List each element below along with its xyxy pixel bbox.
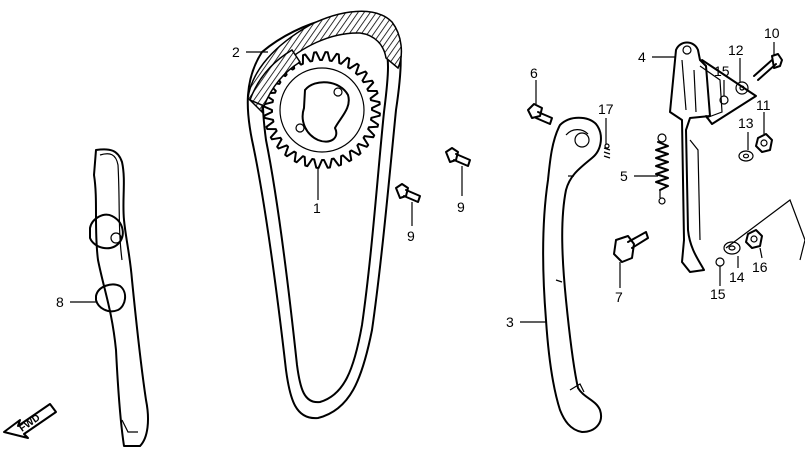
pin-17 bbox=[603, 143, 611, 159]
callout-2: 2 bbox=[232, 44, 240, 60]
nut-16 bbox=[745, 229, 763, 249]
cam-sprocket bbox=[249, 48, 381, 169]
nut-11 bbox=[755, 133, 773, 153]
mounting-plate bbox=[725, 199, 805, 261]
callout-15-upper: 15 bbox=[714, 63, 730, 79]
bolt-9-left bbox=[395, 183, 421, 203]
callout-15-lower: 15 bbox=[710, 286, 726, 302]
callout-7: 7 bbox=[615, 289, 623, 305]
callouts: 1 2 3 4 5 6 7 8 9 9 10 11 12 13 14 15 15… bbox=[56, 25, 780, 330]
callout-4: 4 bbox=[638, 49, 646, 65]
callout-8: 8 bbox=[56, 294, 64, 310]
washer-12 bbox=[735, 81, 749, 95]
callout-11: 11 bbox=[756, 97, 771, 113]
tensioner-spring bbox=[655, 133, 669, 205]
front-chain-guide bbox=[89, 148, 149, 447]
callout-17: 17 bbox=[598, 101, 614, 117]
washer-13 bbox=[738, 150, 754, 162]
callout-13: 13 bbox=[738, 115, 754, 131]
forward-direction-arrow: FWD bbox=[3, 403, 57, 439]
tensioner-arm bbox=[669, 41, 757, 273]
callout-14: 14 bbox=[729, 269, 745, 285]
callout-12: 12 bbox=[728, 42, 744, 58]
washer-15-lower bbox=[715, 257, 725, 267]
leader-lines bbox=[70, 42, 775, 323]
callout-1: 1 bbox=[313, 200, 321, 216]
callout-9-left: 9 bbox=[407, 228, 415, 244]
callout-3: 3 bbox=[506, 314, 514, 330]
callout-5: 5 bbox=[620, 168, 628, 184]
bolt-9-right bbox=[445, 147, 471, 167]
bolt-6 bbox=[527, 103, 553, 125]
callout-6: 6 bbox=[530, 65, 538, 81]
washer-14 bbox=[723, 241, 741, 255]
bolt-10 bbox=[753, 53, 783, 81]
callout-16: 16 bbox=[752, 259, 768, 275]
pivot-bolt-7 bbox=[613, 231, 649, 263]
callout-9-right: 9 bbox=[457, 199, 465, 215]
tensioner-slipper bbox=[542, 116, 602, 433]
callout-10: 10 bbox=[764, 25, 780, 41]
